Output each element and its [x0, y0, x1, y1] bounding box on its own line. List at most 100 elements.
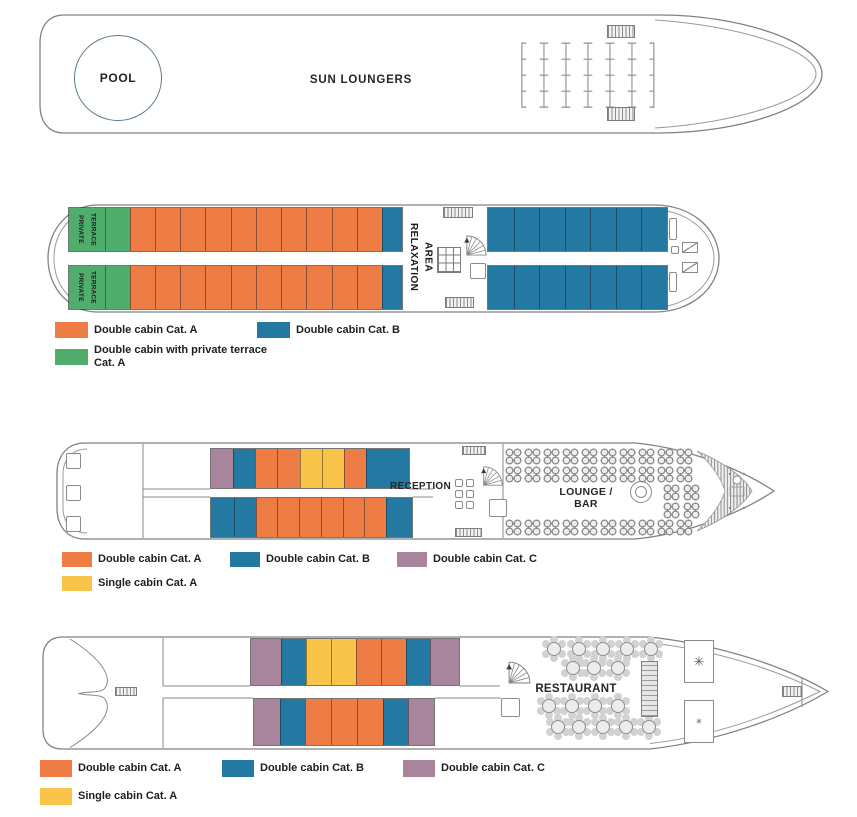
windlass-icon	[728, 472, 746, 510]
upper-deck-inner-bow	[654, 209, 715, 308]
restaurant-table-icon	[619, 720, 633, 734]
sun-lounger-icon: ┼	[561, 68, 571, 84]
cabin-run	[253, 698, 435, 746]
cabin-cat_a	[129, 266, 155, 309]
legend-label: Double cabin Cat. A	[98, 553, 202, 566]
legend-swatch	[222, 760, 254, 777]
cabin-cat_b	[232, 449, 255, 488]
cabin-cat_a	[180, 208, 206, 251]
lounge-table-icon	[619, 466, 636, 483]
legend-label: Single cabin Cat. A	[98, 577, 198, 590]
cabin-cat_a	[320, 498, 343, 537]
restaurant-table-icon	[642, 720, 656, 734]
bridge-furniture	[682, 262, 698, 273]
cabin-cat_b	[641, 208, 668, 251]
lounge-table-icon	[543, 466, 560, 483]
cabin-cat_b	[405, 639, 431, 685]
sun-lounger-icon: ├	[517, 68, 527, 84]
lounge-bar-label: LOUNGE / BAR	[559, 486, 613, 510]
cabin-cat_a	[356, 266, 383, 309]
lounge-table-icon	[543, 448, 560, 465]
main-deck-walls	[142, 444, 504, 538]
cabin-cat_b	[382, 266, 403, 309]
legend-swatch	[40, 760, 72, 777]
cabin-cat_a	[355, 639, 381, 685]
cabin-cat_a	[306, 208, 332, 251]
legend-swatch	[55, 322, 88, 338]
restaurant-table-icon	[587, 661, 601, 675]
cabin-run	[210, 448, 410, 489]
cabin-cat_a	[254, 449, 278, 488]
legend-swatch	[257, 322, 290, 338]
cabin-terrace_a	[104, 266, 130, 309]
sun-deck-inner-bow	[654, 19, 817, 129]
pool-label: POOL	[99, 71, 137, 85]
sun-lounger-icon: ┤	[649, 52, 659, 68]
cabin-cat_a	[364, 498, 387, 537]
private-terrace-label: PRIVATE TERRACE	[77, 213, 97, 246]
cabin-cat_b	[366, 449, 409, 488]
sun-lounger-icon: ┼	[539, 68, 549, 84]
lounge-table-icon	[676, 519, 693, 536]
lounge-table-icon	[581, 448, 598, 465]
lounge-table-icon	[524, 519, 541, 536]
sun-lounger-icon: ┼	[605, 52, 615, 68]
lounge-table-icon	[676, 466, 693, 483]
stairs-icon	[607, 25, 635, 38]
sun-lounger-icon: ┐	[649, 36, 659, 52]
lounge-table-icon	[543, 519, 560, 536]
reception-desk	[455, 479, 463, 487]
cabin-cat_b	[590, 208, 616, 251]
cabin-cat_a	[331, 208, 357, 251]
cabin-cat_b	[233, 498, 256, 537]
legend-label: Double cabin Cat. A	[78, 762, 182, 775]
cabin-cat_a	[180, 266, 206, 309]
lounge-table-icon	[581, 466, 598, 483]
sun-lounger-icon: └	[517, 100, 527, 116]
bridge-furniture	[669, 218, 677, 240]
legend-swatch	[62, 552, 92, 567]
cabin-run	[250, 638, 460, 686]
buffet-table	[641, 661, 658, 717]
lounge-table-icon	[683, 484, 700, 501]
cabin-run	[487, 265, 668, 310]
cabin-terrace_a	[69, 208, 105, 251]
lounge-table-icon	[619, 519, 636, 536]
cabin-cat_a	[255, 498, 278, 537]
restaurant-table-icon	[644, 642, 658, 656]
cabin-cat_b	[488, 266, 514, 309]
cabin-cat_b	[641, 266, 668, 309]
sun-deck-hull	[39, 14, 823, 134]
stairs-icon	[445, 297, 474, 308]
lounge-table-icon	[638, 448, 655, 465]
cabin-cat_a	[331, 699, 357, 745]
cabin-cat_c	[211, 449, 233, 488]
restaurant-table-icon	[611, 699, 625, 713]
stairs-icon	[607, 107, 635, 121]
sun-lounger-icon: ┼	[539, 52, 549, 68]
cabin-run	[487, 207, 668, 252]
galley-room: ✳	[684, 640, 714, 683]
restaurant-table-icon	[611, 661, 625, 675]
lounge-table-icon	[657, 519, 674, 536]
reception-desk	[466, 479, 474, 487]
lounge-table-icon	[619, 448, 636, 465]
restaurant-table-icon	[620, 642, 634, 656]
sun-lounger-icon: ┼	[627, 68, 637, 84]
sun-loungers-label: SUN LOUNGERS	[309, 74, 413, 86]
cabin-cat_c	[430, 639, 459, 685]
relaxation-table	[437, 247, 461, 273]
cabin-single_a	[321, 449, 344, 488]
lounge-table-icon	[505, 466, 522, 483]
cabin-cat_a	[129, 208, 155, 251]
reception-desk	[466, 490, 474, 498]
lounge-table-icon	[562, 448, 579, 465]
cabin-run	[68, 207, 403, 252]
sun-lounger-icon: ┼	[583, 52, 593, 68]
sun-lounger-icon: ┬	[605, 36, 615, 52]
galley-room: ✳	[684, 700, 714, 743]
legend-swatch	[62, 576, 92, 591]
cabin-cat_b	[615, 208, 642, 251]
reception-desk	[455, 490, 463, 498]
